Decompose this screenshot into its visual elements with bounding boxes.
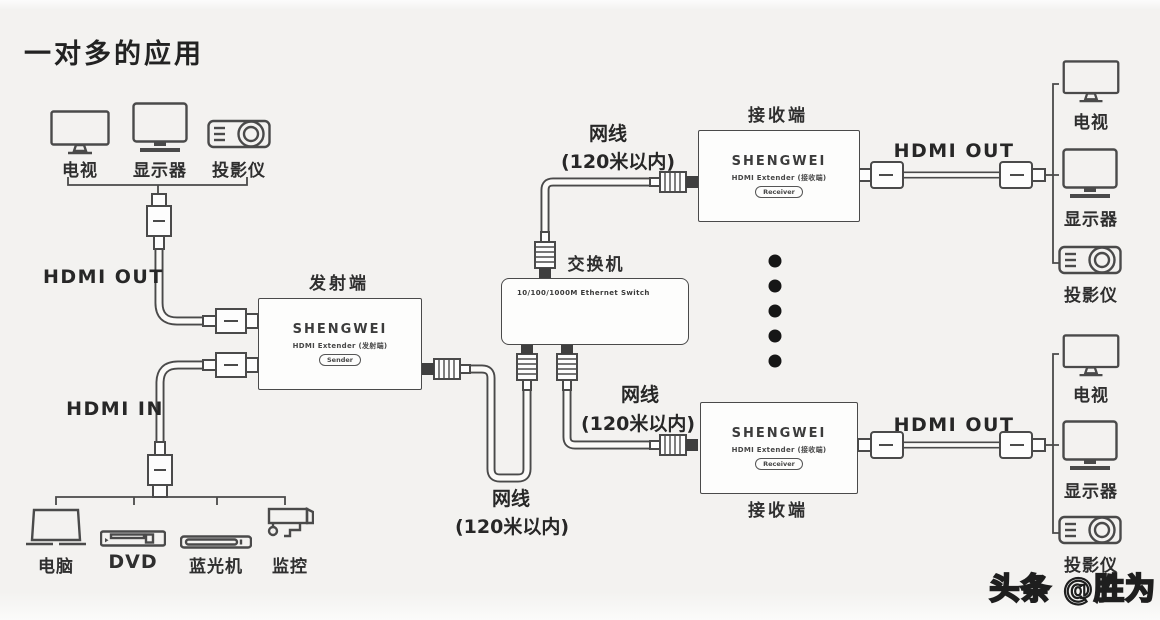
transmitter-brand: SHENGWEI — [292, 322, 388, 337]
monitor-label: 显示器 — [1064, 210, 1118, 230]
ethernet-bottom-label: 网线 — [491, 488, 530, 510]
projector-icon — [207, 119, 271, 149]
receiver-bottom-model: HDMI Extender (接收端) — [731, 446, 827, 454]
receiver-bottom-displays-bracket — [1052, 353, 1059, 534]
switch-box — [501, 278, 689, 345]
ethernet-cable-top-core — [542, 179, 652, 234]
receiver-bottom-brand: SHENGWEI — [731, 426, 827, 441]
rj45-connector — [421, 358, 471, 380]
switch-label: 交换机 — [567, 255, 625, 275]
hdmi-stub — [1031, 168, 1046, 182]
ethernet-cable-bottom-core — [564, 390, 652, 448]
rj45-connector — [516, 343, 538, 391]
transmitter-label: 发射端 — [309, 274, 369, 294]
ethernet-middle-label: 网线 — [620, 384, 659, 406]
tv-label: 电视 — [62, 161, 98, 181]
projector-icon — [1058, 245, 1122, 275]
monitor-icon — [1062, 420, 1118, 472]
receiver-top-model: HDMI Extender (接收端) — [731, 174, 827, 182]
ethernet-middle-limit: (120米以内) — [580, 413, 696, 435]
tv-label: 电视 — [1073, 113, 1109, 133]
cctv-camera-icon — [267, 507, 314, 538]
ethernet-cable-transmitter — [470, 364, 532, 483]
ethernet-bottom-limit: (120米以内) — [454, 516, 570, 538]
ethernet-top-limit: (120米以内) — [560, 151, 676, 173]
projector-label: 投影仪 — [1064, 286, 1118, 306]
bluray-player-icon — [180, 535, 252, 549]
monitor-label: 显示器 — [1064, 482, 1118, 502]
hdmi-connector — [147, 441, 173, 498]
projector-label: 投影仪 — [212, 161, 266, 181]
cctv-label: 监控 — [272, 557, 308, 577]
hdmi-connector — [146, 193, 172, 250]
receiver-bottom-box: SHENGWEI HDMI Extender (接收端) Receiver — [700, 402, 858, 494]
transmitter-model: HDMI Extender (发射端) — [292, 342, 388, 350]
transmitter-badge: Sender — [319, 354, 361, 366]
monitor-icon — [1062, 148, 1118, 200]
hdmi-out-cable-source — [154, 246, 205, 326]
transmitter-box: SHENGWEI HDMI Extender (发射端) Sender — [258, 298, 422, 390]
rj45-connector — [649, 434, 699, 456]
ethernet-cable-transmitter-core — [470, 366, 530, 481]
hdmi-connector — [202, 308, 259, 334]
receiver-top-label: 接收端 — [748, 106, 808, 126]
more-receivers-ellipsis — [768, 254, 782, 368]
bluray-label: 蓝光机 — [189, 557, 243, 577]
hdmi-out-top-label: HDMI OUT — [893, 140, 1015, 162]
tv-icon — [1062, 334, 1120, 377]
hdmi-in-cable-source-core — [157, 362, 205, 444]
receiver-top-displays-bracket — [1052, 83, 1059, 264]
rj45-connector — [556, 343, 578, 391]
dvd-player-icon — [100, 530, 166, 547]
hdmi-stub — [1031, 438, 1046, 452]
receiver-bottom-badge: Receiver — [755, 458, 803, 470]
monitor-label: 显示器 — [133, 161, 187, 181]
receiver-top-brand: SHENGWEI — [731, 154, 827, 169]
tv-icon — [1062, 60, 1120, 103]
dvd-label: DVD — [108, 551, 158, 573]
rj45-connector — [649, 171, 699, 193]
projector-label: 投影仪 — [1064, 556, 1118, 576]
tv-icon — [50, 110, 110, 155]
hdmi-connector — [202, 352, 259, 378]
switch-panel-text: 10/100/1000M Ethernet Switch — [517, 289, 650, 297]
receiver-top-badge: Receiver — [755, 186, 803, 198]
monitor-icon — [132, 102, 188, 154]
tv-label: 电视 — [1073, 386, 1109, 406]
receiver-bottom-label: 接收端 — [748, 501, 808, 521]
ethernet-top-label: 网线 — [588, 123, 627, 145]
sources-bracket — [55, 496, 286, 505]
hdmi-out-source-label: HDMI OUT — [43, 266, 164, 288]
hdmi-in-source-label: HDMI IN — [66, 398, 164, 420]
watermark: 头条 @胜为 — [988, 571, 1156, 608]
page-title: 一对多的应用 — [24, 39, 204, 70]
projector-icon — [1058, 515, 1122, 545]
ethernet-cable-top — [540, 177, 652, 234]
hdmi-out-bottom-label: HDMI OUT — [893, 414, 1015, 436]
laptop-label: 电脑 — [38, 557, 74, 577]
receiver-top-box: SHENGWEI HDMI Extender (接收端) Receiver — [698, 130, 860, 222]
laptop-icon — [25, 508, 87, 546]
hdmi-out-cable-source-core — [156, 246, 205, 324]
hdmi-stub — [857, 438, 872, 452]
